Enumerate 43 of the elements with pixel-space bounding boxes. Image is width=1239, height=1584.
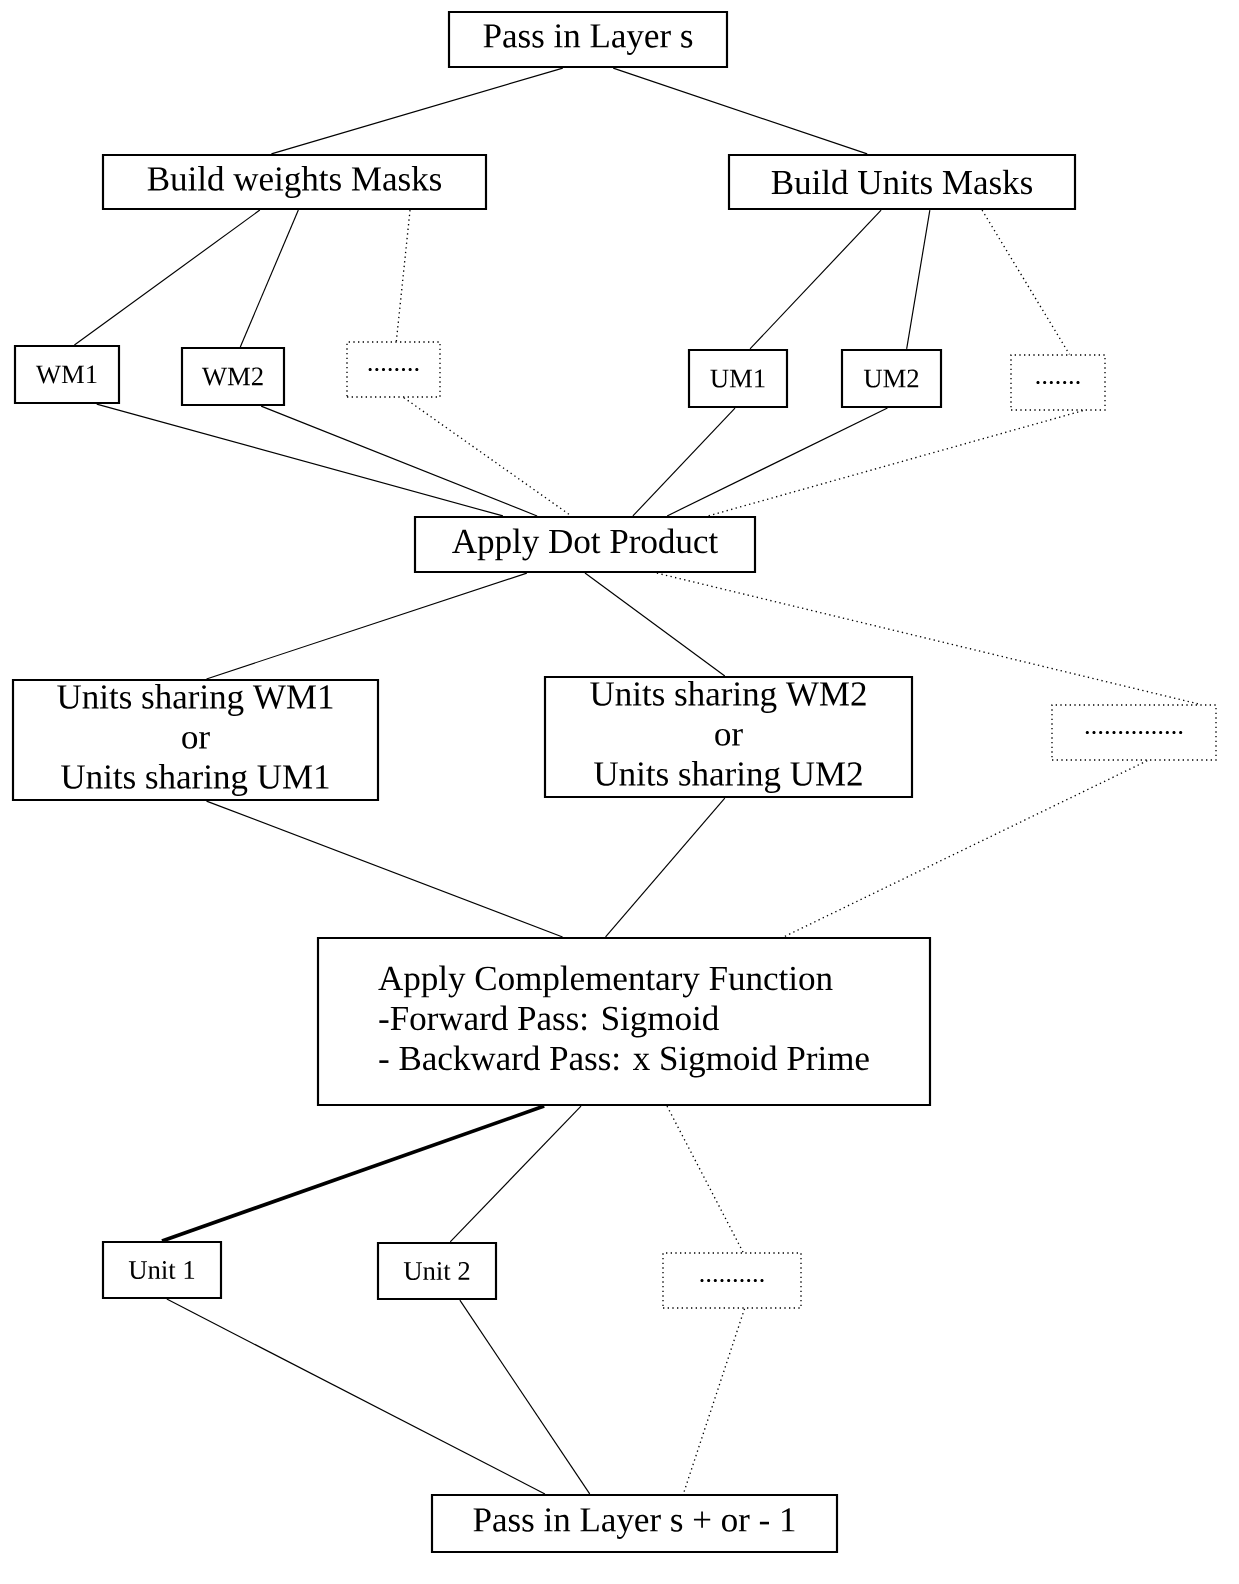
connector-line [260, 405, 538, 517]
connector-line [166, 1298, 546, 1495]
connector-line [906, 209, 931, 350]
placeholder-box: ............... [1051, 704, 1217, 761]
process-box: UM2 [840, 348, 943, 409]
connector-line [682, 1308, 746, 1495]
connector-line [161, 1104, 545, 1243]
connector-line [584, 572, 726, 677]
connector-line [395, 209, 411, 342]
connector-line [749, 209, 882, 350]
connector-line [205, 800, 564, 938]
process-box: Pass in Layer s [447, 10, 729, 69]
connector-line [656, 572, 1201, 705]
process-box: Pass in Layer s + or - 1 [430, 1493, 839, 1554]
placeholder-box: ....... [1010, 354, 1106, 411]
process-box: Unit 1 [101, 1240, 223, 1300]
process-box: Units sharing WM2 or Units sharing UM2 [543, 675, 914, 799]
connector-line [783, 760, 1148, 938]
connector-line [666, 407, 889, 517]
process-box: Apply Complementary Function -Forward Pass: Sigmoid - Backward Pass: x Sigmoid Prime [316, 936, 932, 1107]
connector-line [605, 797, 726, 938]
connector-line [205, 572, 528, 680]
placeholder-box: .......... [662, 1252, 802, 1309]
connector-line [632, 407, 736, 517]
connector-line [666, 1105, 744, 1253]
connector-line [459, 1299, 591, 1495]
process-box: Build weights Masks [101, 153, 488, 211]
process-box: WM1 [13, 344, 121, 405]
process-box: Build Units Masks [727, 153, 1077, 211]
connector-line [403, 397, 572, 517]
connector-line [73, 209, 261, 346]
placeholder-box: ........ [346, 341, 441, 398]
connector-line [612, 67, 868, 155]
process-box: Units sharing WM1 or Units sharing UM1 [11, 678, 380, 802]
connector-line [270, 67, 564, 155]
connector-line [449, 1105, 582, 1243]
process-box: WM2 [180, 346, 286, 407]
process-box: Unit 2 [376, 1241, 498, 1301]
connector-line [707, 410, 1084, 517]
process-box: Apply Dot Product [413, 515, 757, 574]
connector-line [96, 403, 504, 517]
connector-line [239, 209, 299, 348]
process-box: UM1 [687, 348, 789, 409]
